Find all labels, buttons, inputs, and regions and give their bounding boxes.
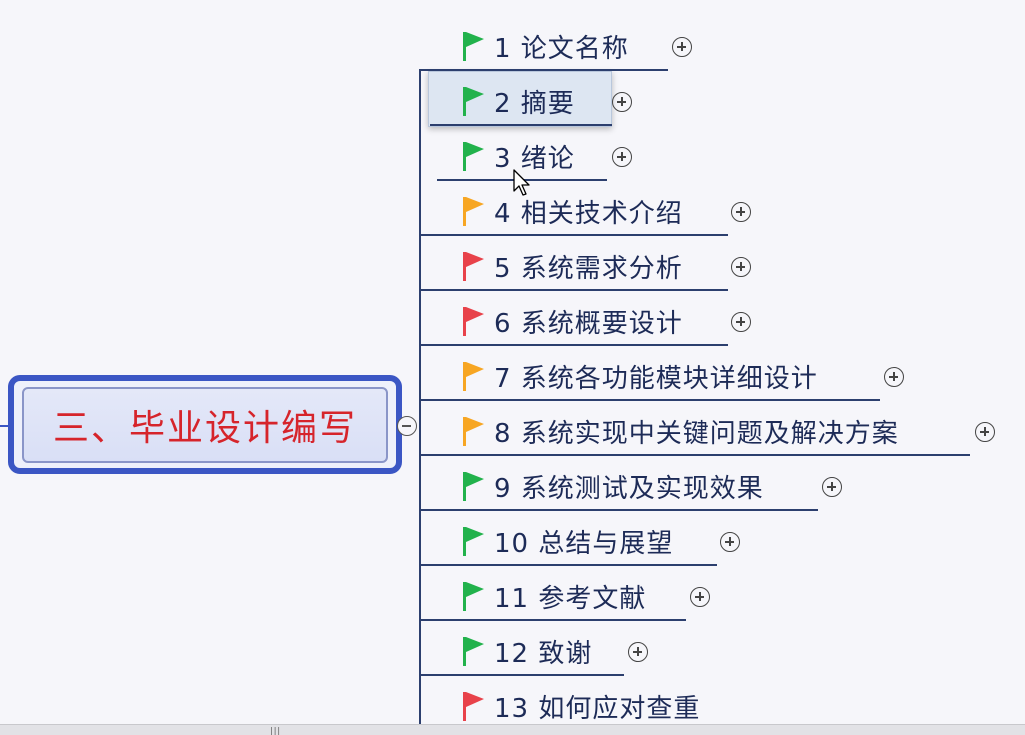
red-flag-icon — [463, 692, 484, 721]
expand-plus-icon[interactable] — [975, 422, 995, 442]
subtopic-connector — [419, 454, 970, 456]
central-topic-node[interactable]: 三、毕业设计编写 — [8, 375, 402, 474]
subtopic-label: 1 论文名称 — [494, 33, 629, 64]
branch-spine — [419, 70, 421, 734]
subtopic-label: 3 绪论 — [494, 143, 575, 174]
expand-plus-icon[interactable] — [628, 642, 648, 662]
expand-plus-icon[interactable] — [731, 202, 751, 222]
subtopic-label: 2 摘要 — [494, 88, 575, 119]
red-flag-icon — [463, 307, 484, 336]
subtopic-node[interactable]: 7 系统各功能模块详细设计 — [460, 359, 818, 394]
collapse-toggle-icon[interactable] — [397, 416, 417, 436]
subtopic-connector — [419, 289, 728, 291]
subtopic-connector — [419, 509, 818, 511]
subtopic-label: 9 系统测试及实现效果 — [494, 473, 764, 504]
subtopic-node[interactable]: 6 系统概要设计 — [460, 304, 683, 339]
subtopic-connector — [419, 564, 717, 566]
subtopic-label: 8 系统实现中关键问题及解决方案 — [494, 418, 899, 449]
mouse-pointer-icon — [513, 169, 530, 196]
central-topic-box[interactable]: 三、毕业设计编写 — [22, 387, 388, 463]
subtopic-node[interactable]: 5 系统需求分析 — [460, 249, 683, 284]
subtopic-connector — [419, 344, 728, 346]
subtopic-node[interactable]: 10 总结与展望 — [460, 524, 674, 559]
subtopic-label: 13 如何应对查重 — [494, 693, 701, 724]
green-flag-icon — [463, 32, 484, 61]
scrollbar-grip-icon[interactable]: ||| — [270, 726, 282, 735]
green-flag-icon — [463, 527, 484, 556]
selection-highlight — [428, 71, 612, 127]
subtopic-connector — [419, 234, 728, 236]
subtopic-connector — [419, 674, 624, 676]
green-flag-icon — [463, 582, 484, 611]
subtopic-node[interactable]: 9 系统测试及实现效果 — [460, 469, 764, 504]
expand-plus-icon[interactable] — [731, 257, 751, 277]
subtopic-label: 4 相关技术介绍 — [494, 198, 683, 229]
subtopic-connector — [430, 124, 612, 126]
expand-plus-icon[interactable] — [612, 147, 632, 167]
subtopic-node[interactable]: 2 摘要 — [460, 84, 575, 119]
incoming-connector — [0, 425, 10, 427]
subtopic-node[interactable]: 4 相关技术介绍 — [460, 194, 683, 229]
green-flag-icon — [463, 142, 484, 171]
subtopic-label: 12 致谢 — [494, 638, 593, 669]
green-flag-icon — [463, 637, 484, 666]
horizontal-scrollbar[interactable] — [0, 724, 1025, 735]
expand-plus-icon[interactable] — [690, 587, 710, 607]
subtopic-node[interactable]: 8 系统实现中关键问题及解决方案 — [460, 414, 899, 449]
subtopic-connector — [419, 399, 880, 401]
expand-plus-icon[interactable] — [612, 92, 632, 112]
subtopic-node[interactable]: 13 如何应对查重 — [460, 689, 701, 724]
subtopic-connector — [419, 69, 668, 71]
subtopic-label: 5 系统需求分析 — [494, 253, 683, 284]
central-topic-label: 三、毕业设计编写 — [52, 408, 357, 449]
subtopic-connector — [419, 619, 686, 621]
orange-flag-icon — [463, 417, 484, 446]
subtopic-node[interactable]: 12 致谢 — [460, 634, 593, 669]
subtopic-label: 7 系统各功能模块详细设计 — [494, 363, 818, 394]
subtopic-label: 11 参考文献 — [494, 583, 647, 614]
green-flag-icon — [463, 472, 484, 501]
subtopic-node[interactable]: 11 参考文献 — [460, 579, 647, 614]
subtopic-node[interactable]: 1 论文名称 — [460, 29, 629, 64]
subtopic-node[interactable]: 3 绪论 — [460, 139, 575, 174]
expand-plus-icon[interactable] — [672, 37, 692, 57]
expand-plus-icon[interactable] — [731, 312, 751, 332]
orange-flag-icon — [463, 197, 484, 226]
subtopic-label: 6 系统概要设计 — [494, 308, 683, 339]
expand-plus-icon[interactable] — [822, 477, 842, 497]
subtopic-label: 10 总结与展望 — [494, 528, 674, 559]
orange-flag-icon — [463, 362, 484, 391]
red-flag-icon — [463, 252, 484, 281]
green-flag-icon — [463, 87, 484, 116]
expand-plus-icon[interactable] — [884, 367, 904, 387]
expand-plus-icon[interactable] — [720, 532, 740, 552]
